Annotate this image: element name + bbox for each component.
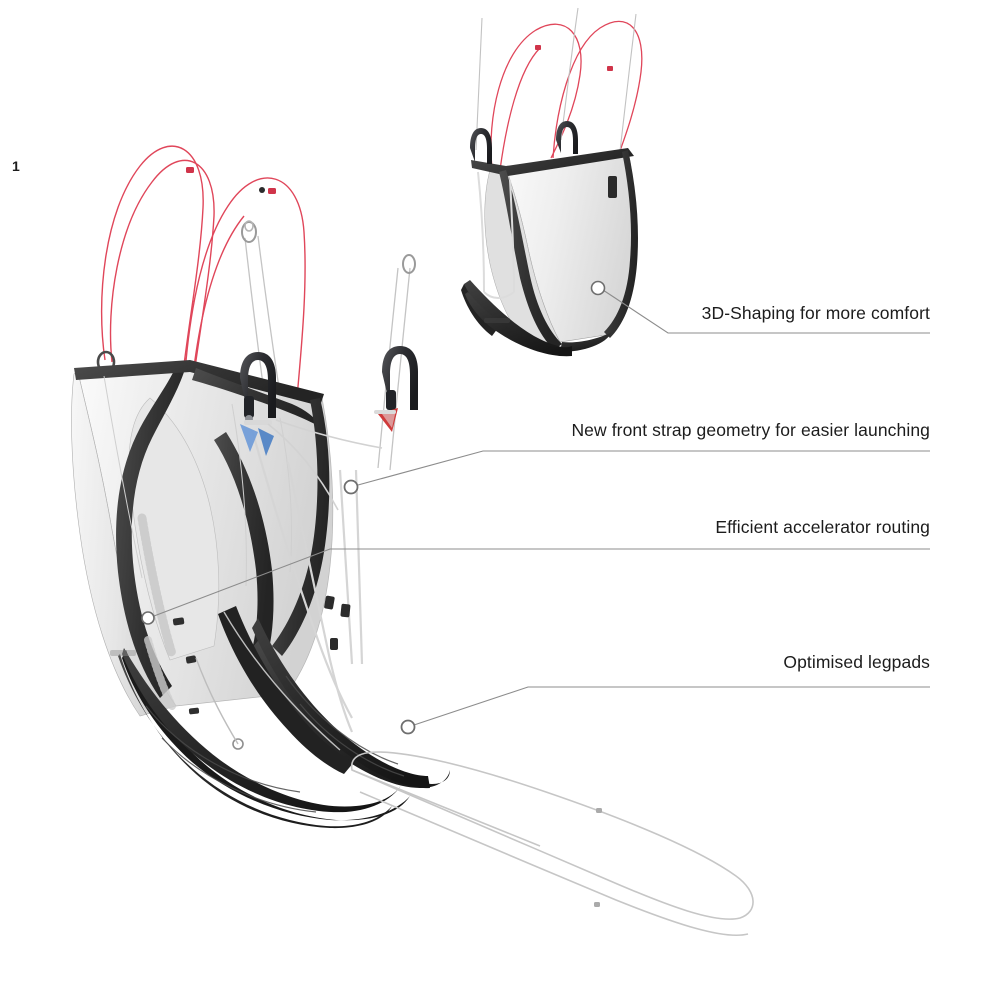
speedbar-loop — [350, 751, 754, 937]
main-harness-view — [71, 145, 754, 937]
callout-label-accelerator: Efficient accelerator routing — [715, 517, 930, 537]
front-strap-adjusters — [324, 595, 351, 650]
inset-side-buckle — [608, 176, 617, 198]
inset-front-strap — [477, 171, 515, 299]
inset-top-trim — [471, 148, 634, 176]
panel-seams — [103, 375, 293, 587]
ventilation-mesh — [137, 513, 177, 659]
front-edge-trim — [116, 362, 186, 698]
inset-front-trim — [499, 170, 562, 350]
accelerator-pulleys — [186, 167, 276, 194]
main-carabiner-right — [382, 346, 418, 410]
line-ring-terminals — [96, 220, 416, 374]
inset-legpad-block — [465, 292, 572, 357]
ventilation-mesh-2 — [144, 636, 176, 710]
carabiner-accessory-red — [374, 408, 398, 432]
front-straps — [250, 429, 364, 733]
leader-front-strap — [343, 450, 930, 495]
leader-accelerator — [141, 548, 930, 625]
leader-legpads — [400, 686, 930, 735]
inset-side-trim — [604, 150, 638, 338]
inset-legpad-right — [560, 332, 612, 352]
inset-carabiner-center — [556, 121, 578, 154]
speedbar-stoppers — [594, 808, 602, 907]
fabric-hardware — [172, 617, 200, 715]
accelerator-routing — [195, 611, 341, 751]
legpad-left-body — [122, 648, 404, 813]
brand-strip — [110, 650, 136, 656]
seat-center-web — [218, 606, 354, 774]
inset-accelerator-lines — [490, 20, 643, 171]
side-panel-left — [71, 371, 177, 717]
inset-harness-view — [461, 7, 643, 357]
leader-3d-shaping — [590, 280, 930, 334]
legpad-right — [252, 636, 450, 788]
legpad-quilting — [145, 675, 405, 813]
inset-brand-strip — [484, 318, 510, 323]
seat-cutout-curve — [214, 432, 274, 672]
inset-carabiner-left — [470, 128, 492, 164]
main-carabiner-left — [240, 352, 276, 423]
callout-leaders — [141, 280, 930, 735]
inner-curve-trim — [272, 398, 330, 656]
page-marker: 1 — [12, 158, 20, 174]
accelerator-lines — [100, 145, 306, 411]
buckle-blue — [240, 420, 274, 456]
callout-label-legpads: Optimised legpads — [783, 652, 930, 672]
cross-strap-lines — [267, 419, 383, 511]
inset-accelerator-pulleys — [535, 45, 613, 71]
shoulder-sweep-trim — [192, 368, 322, 428]
top-edge-trim — [74, 360, 324, 406]
callout-label-3d-shaping: 3D-Shaping for more comfort — [701, 303, 930, 323]
callout-label-front-strap: New front strap geometry for easier laun… — [571, 420, 930, 440]
